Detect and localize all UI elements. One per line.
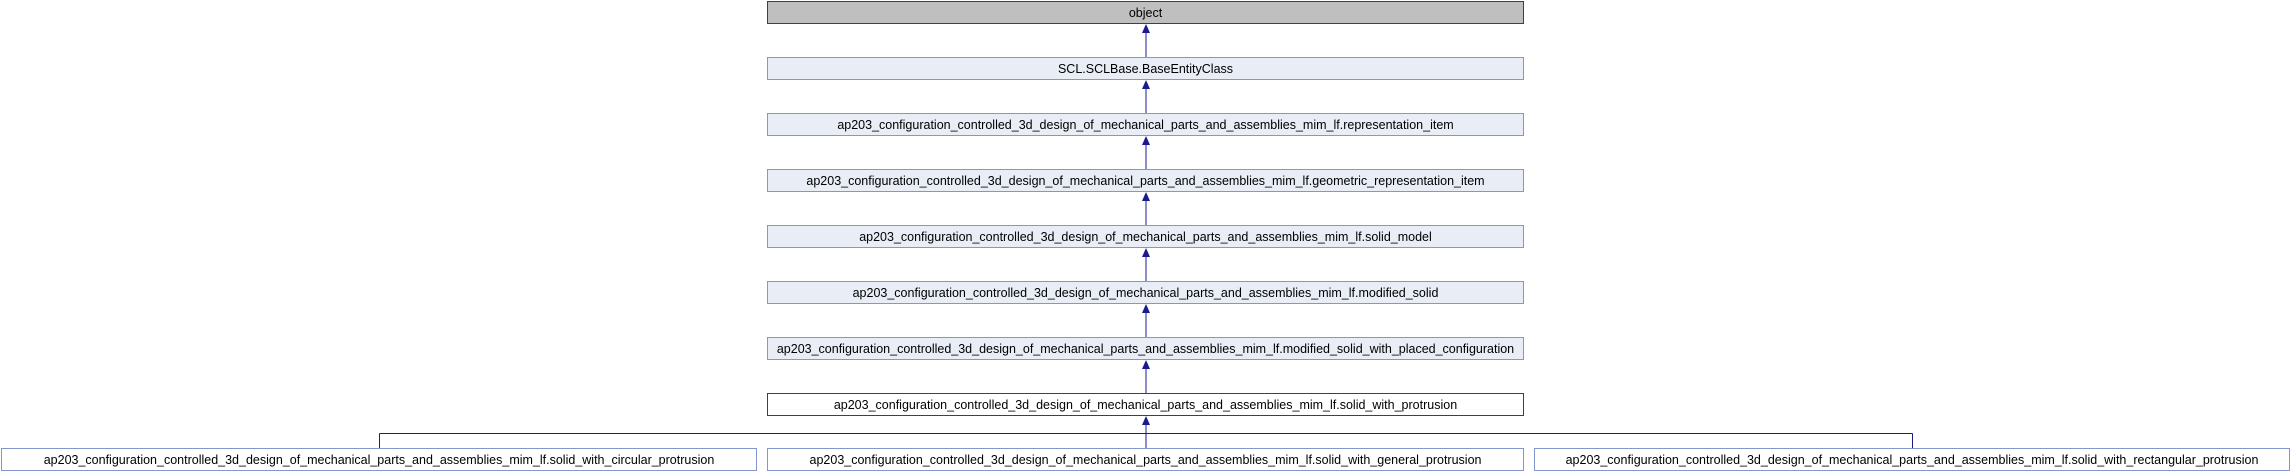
node-modified-solid[interactable]: ap203_configuration_controlled_3d_design… [767,281,1524,304]
edge-arrowhead [1142,80,1150,89]
edge-arrowhead [1142,360,1150,369]
node-object[interactable]: object [767,1,1524,24]
node-base-entity-class[interactable]: SCL.SCLBase.BaseEntityClass [767,57,1524,80]
edge-arrowhead [1142,136,1150,145]
node-representation-item[interactable]: ap203_configuration_controlled_3d_design… [767,113,1524,136]
node-solid-with-general-protrusion[interactable]: ap203_configuration_controlled_3d_design… [767,448,1524,471]
edge-arrowhead [1142,304,1150,313]
edge-arrowhead [1142,416,1150,425]
node-geometric-representation-item[interactable]: ap203_configuration_controlled_3d_design… [767,169,1524,192]
node-solid-with-protrusion: ap203_configuration_controlled_3d_design… [767,393,1524,416]
edge-arrowhead [1142,24,1150,33]
node-modified-solid-with-placed-configuration[interactable]: ap203_configuration_controlled_3d_design… [767,337,1524,360]
node-solid-with-rectangular-protrusion[interactable]: ap203_configuration_controlled_3d_design… [1534,448,2290,471]
node-solid-model[interactable]: ap203_configuration_controlled_3d_design… [767,225,1524,248]
edge-arrowhead [1142,192,1150,201]
edge-arrowhead [1142,248,1150,257]
node-solid-with-circular-protrusion[interactable]: ap203_configuration_controlled_3d_design… [1,448,757,471]
